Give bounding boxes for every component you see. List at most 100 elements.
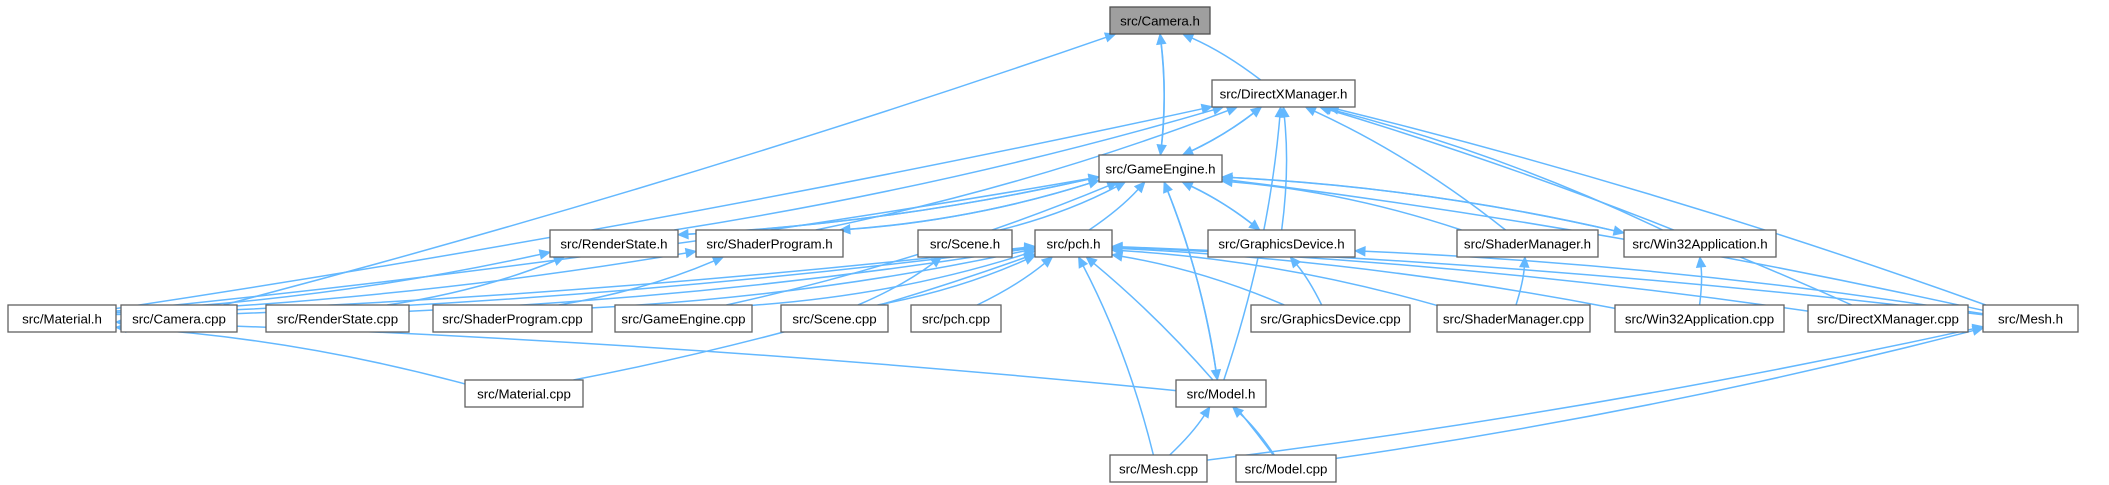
node-label: src/Model.cpp [1245, 462, 1328, 477]
edge-arrowhead [1612, 225, 1626, 236]
graph-node-camera-h[interactable]: src/Camera.h [1109, 6, 1211, 35]
graph-node-pch-h[interactable]: src/pch.h [1034, 229, 1113, 258]
edge-arrowhead [711, 256, 725, 266]
graph-edge [1088, 181, 1146, 231]
graph-node-graphicsdevice-cpp[interactable]: src/GraphicsDevice.cpp [1250, 304, 1411, 333]
edge-arrowhead [1199, 405, 1211, 419]
edge-line [1088, 188, 1139, 231]
node-label: src/ShaderManager.h [1464, 237, 1591, 252]
graph-node-shadermanager-h[interactable]: src/ShaderManager.h [1456, 229, 1599, 258]
graph-edge [1515, 255, 1530, 306]
edge-line [1239, 413, 1275, 456]
edge-line [1231, 176, 1625, 234]
node-box [7, 304, 117, 333]
node-label: src/ShaderProgram.cpp [442, 312, 582, 327]
node-box [432, 304, 593, 333]
graph-edge [387, 256, 566, 306]
graph-node-material-cpp[interactable]: src/Material.cpp [464, 379, 584, 408]
graph-node-camera-cpp[interactable]: src/Camera.cpp [120, 304, 238, 333]
edge-line [1191, 185, 1261, 231]
graph-edge [1085, 256, 1274, 456]
graph-node-scene-h[interactable]: src/Scene.h [917, 229, 1013, 258]
edge-line [1093, 262, 1274, 456]
graph-node-material-h[interactable]: src/Material.h [7, 304, 117, 333]
edge-line [1280, 116, 1288, 231]
edge-arrowhead [684, 247, 698, 259]
node-label: src/DirectXManager.h [1220, 87, 1348, 102]
graph-edge [115, 249, 552, 312]
graph-node-shaderprogram-h[interactable]: src/ShaderProgram.h [695, 229, 844, 258]
graph-node-win32app-cpp[interactable]: src/Win32Application.cpp [1614, 304, 1785, 333]
edge-line [976, 262, 1046, 306]
node-label: src/Win32Application.cpp [1625, 312, 1774, 327]
graph-node-win32app-h[interactable]: src/Win32Application.h [1623, 229, 1777, 258]
node-box [1207, 229, 1356, 258]
edge-arrowhead [1971, 325, 1985, 336]
edge-line [1221, 176, 1615, 232]
edge-line [1121, 249, 1438, 307]
graph-node-model-cpp[interactable]: src/Model.cpp [1235, 454, 1337, 483]
edge-line [857, 262, 934, 306]
graph-edge [1181, 181, 1261, 231]
graph-edge [1231, 406, 1275, 456]
node-box [1175, 379, 1267, 408]
graph-node-scene-cpp[interactable]: src/Scene.cpp [780, 304, 889, 333]
graph-node-directx-cpp[interactable]: src/DirectXManager.cpp [1807, 304, 1969, 333]
edge-arrowhead [1289, 256, 1302, 269]
node-label: src/Mesh.cpp [1119, 462, 1198, 477]
edge-line [1121, 255, 1285, 306]
node-label: src/Camera.h [1120, 14, 1200, 29]
node-box [120, 304, 238, 333]
node-box [1098, 154, 1223, 183]
node-label: src/Scene.h [930, 237, 1000, 252]
graph-node-graphicsdevice-h[interactable]: src/GraphicsDevice.h [1207, 229, 1356, 258]
edge-arrowhead [676, 228, 689, 240]
graph-edge [1206, 323, 1985, 461]
edge-line [674, 109, 1214, 231]
graph-node-shaderprogram-cpp[interactable]: src/ShaderProgram.cpp [432, 304, 593, 333]
node-label: src/RenderState.cpp [277, 312, 398, 327]
edge-arrowhead [1133, 181, 1146, 194]
graph-edge [1163, 181, 1222, 382]
graph-edge [1304, 106, 1507, 231]
graph-edge [838, 179, 1100, 235]
node-label: src/Model.h [1187, 387, 1256, 402]
graph-node-pch-cpp[interactable]: src/pch.cpp [910, 304, 1002, 333]
edge-arrowhead [1181, 145, 1195, 156]
node-label: src/pch.cpp [922, 312, 990, 327]
node-box [1436, 304, 1591, 333]
edge-line [1337, 108, 1986, 306]
graph-node-renderstate-h[interactable]: src/RenderState.h [549, 229, 679, 258]
graph-node-gameengine-h[interactable]: src/GameEngine.h [1098, 154, 1223, 183]
graph-node-renderstate-cpp[interactable]: src/RenderState.cpp [265, 304, 410, 333]
graph-node-directx-h[interactable]: src/DirectXManager.h [1211, 79, 1356, 108]
graph-edge [1221, 176, 1626, 236]
edge-arrowhead [552, 256, 566, 266]
edge-arrowhead [1353, 246, 1366, 257]
graph-node-mesh-h[interactable]: src/Mesh.h [1982, 304, 2079, 333]
graph-edge [1182, 106, 1263, 156]
edge-line [839, 182, 1090, 231]
graph-node-model-h[interactable]: src/Model.h [1175, 379, 1267, 408]
edge-line [1181, 181, 1253, 225]
node-box [917, 229, 1013, 258]
graph-node-mesh-cpp[interactable]: src/Mesh.cpp [1109, 454, 1208, 483]
edge-line [115, 108, 1203, 310]
edge-line [1169, 414, 1205, 456]
edge-line [1191, 37, 1262, 81]
graph-edge [1169, 405, 1211, 456]
node-box [549, 229, 679, 258]
graph-node-shadermanager-cpp[interactable]: src/ShaderManager.cpp [1436, 304, 1591, 333]
edge-line [387, 260, 556, 306]
edge-arrowhead [838, 224, 851, 235]
node-box [1109, 454, 1208, 483]
edge-line [558, 260, 715, 306]
edge-line [1364, 250, 1984, 315]
node-box [910, 304, 1002, 333]
graph-node-gameengine-cpp[interactable]: src/GameEngine.cpp [614, 304, 753, 333]
edge-line [1182, 112, 1254, 156]
node-label: src/Mesh.h [1998, 312, 2063, 327]
edge-line [1191, 106, 1262, 152]
node-box [1109, 6, 1211, 35]
graph-edge [558, 256, 725, 306]
